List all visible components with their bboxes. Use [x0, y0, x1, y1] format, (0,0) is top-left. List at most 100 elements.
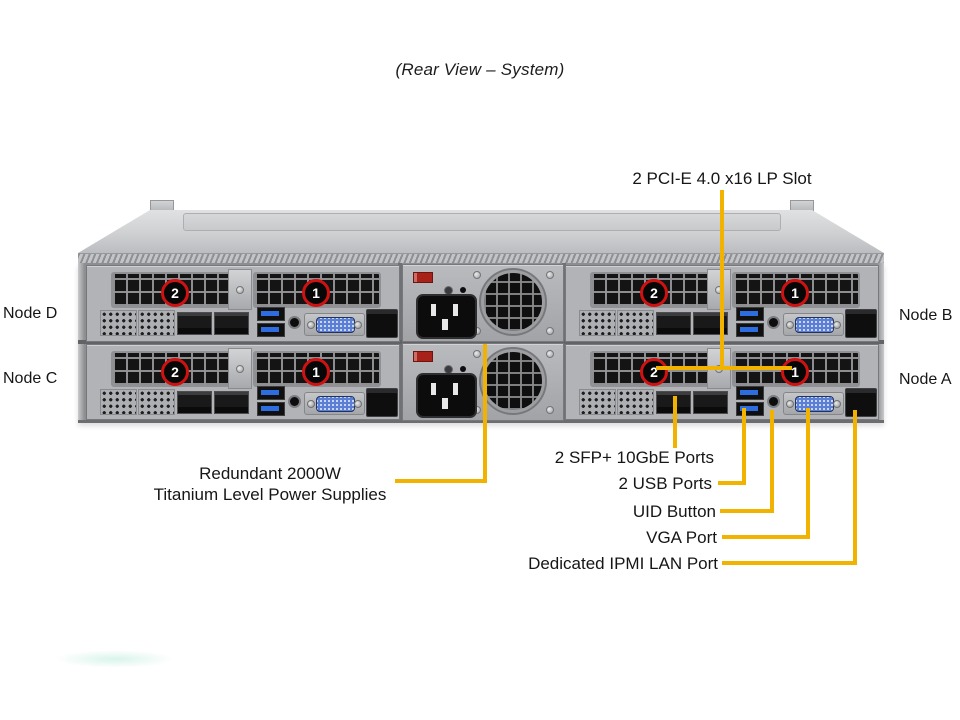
screw-icon [236, 286, 244, 294]
psu-latch [413, 351, 433, 362]
callout-uid-label: UID Button [632, 502, 716, 521]
vga-port [304, 313, 365, 336]
usb-tab [740, 390, 758, 395]
sfp-port [214, 312, 249, 335]
vga-screw-icon [786, 321, 794, 329]
chassis-tab [150, 200, 174, 212]
usb-tab [740, 327, 758, 332]
psu-fan-grille [481, 349, 545, 413]
node-label-d: Node D [3, 305, 58, 322]
node-label-b: Node B [899, 307, 953, 324]
usb-tab [261, 311, 279, 316]
io-vent [138, 310, 175, 336]
lan-port [366, 388, 398, 417]
slot-bracket [228, 269, 252, 310]
io-vent [100, 310, 137, 336]
vga-screw-icon [833, 400, 841, 408]
usb-tab [261, 390, 279, 395]
vga-port [783, 313, 844, 336]
faint-watermark [55, 650, 175, 668]
callout-line-vga-vertical [806, 408, 810, 539]
callout-line-sfp [673, 396, 677, 448]
uid-button [769, 318, 778, 327]
ac-inlet [416, 294, 477, 339]
screw-icon [546, 406, 554, 414]
panel-divider [78, 340, 884, 344]
slot-number-badge: 2 [640, 358, 668, 386]
uid-button [290, 318, 299, 327]
callout-line-pcie-horizontal [656, 366, 792, 370]
vga-screw-icon [354, 400, 362, 408]
node-d-rear: 2 1 [86, 265, 400, 342]
io-vent [138, 389, 175, 415]
cover-recess [183, 213, 781, 231]
usb-tab [261, 406, 279, 411]
vga-screw-icon [786, 400, 794, 408]
slot-number-badge: 2 [161, 358, 189, 386]
vga-connector [316, 396, 355, 412]
screw-icon [473, 350, 481, 358]
callout-line-uid-horizontal [720, 509, 774, 513]
callout-line-psu-horizontal [395, 479, 487, 483]
vga-connector [795, 317, 834, 333]
io-vent [617, 389, 654, 415]
screw-icon [546, 327, 554, 335]
power-supply-top [402, 264, 564, 342]
io-vent [100, 389, 137, 415]
slot-bracket [707, 269, 731, 310]
node-label-a: Node A [899, 371, 952, 388]
vga-screw-icon [833, 321, 841, 329]
uid-button [769, 397, 778, 406]
usb-port [736, 402, 764, 416]
callout-psu-label: Redundant 2000W Titanium Level Power Sup… [125, 463, 415, 505]
psu-led [460, 366, 466, 372]
sfp-port [214, 391, 249, 414]
screw-icon [236, 365, 244, 373]
screw-icon [473, 271, 481, 279]
vga-screw-icon [307, 321, 315, 329]
io-vent [617, 310, 654, 336]
callout-usb-label: 2 USB Ports [618, 474, 712, 493]
callout-vga-label: VGA Port [646, 528, 717, 547]
callout-ipmi-label: Dedicated IPMI LAN Port [528, 554, 718, 573]
usb-port [257, 386, 285, 400]
sfp-port [177, 312, 212, 335]
node-label-c: Node C [3, 370, 58, 387]
ac-inlet [416, 373, 477, 418]
sfp-port [693, 312, 728, 335]
vga-connector [316, 317, 355, 333]
psu-latch [413, 272, 433, 283]
usb-port [736, 307, 764, 321]
vga-connector [795, 396, 834, 412]
slot-number-badge: 1 [781, 279, 809, 307]
diagram-title: (Rear View – System) [395, 60, 565, 79]
vga-port [783, 392, 844, 415]
lan-port [366, 309, 398, 338]
sfp-port [656, 312, 691, 335]
callout-line-ipmi-horizontal [722, 561, 857, 565]
slot-number-badge: 1 [302, 358, 330, 386]
slot-number-badge: 2 [640, 279, 668, 307]
usb-port [736, 386, 764, 400]
callout-pcie-label: 2 PCI-E 4.0 x16 LP Slot [632, 169, 812, 188]
server-chassis: 2 1 2 1 2 1 [78, 199, 884, 424]
vga-port [304, 392, 365, 415]
screw-icon [546, 271, 554, 279]
callout-psu-line1: Redundant 2000W [199, 464, 341, 483]
node-a-rear: 2 1 [565, 344, 879, 420]
rear-vent-strip [78, 253, 884, 264]
callout-line-usb-horizontal [718, 481, 746, 485]
usb-port [257, 323, 285, 337]
uid-button [290, 397, 299, 406]
node-c-rear: 2 1 [86, 344, 400, 420]
usb-tab [740, 406, 758, 411]
callout-line-psu-vertical [483, 344, 487, 483]
slot-number-badge: 2 [161, 279, 189, 307]
vga-screw-icon [354, 321, 362, 329]
sfp-port [693, 391, 728, 414]
lan-port [845, 388, 877, 417]
lan-port [845, 309, 877, 338]
callout-line-uid-vertical [770, 410, 774, 513]
callout-line-usb-vertical [742, 408, 746, 485]
